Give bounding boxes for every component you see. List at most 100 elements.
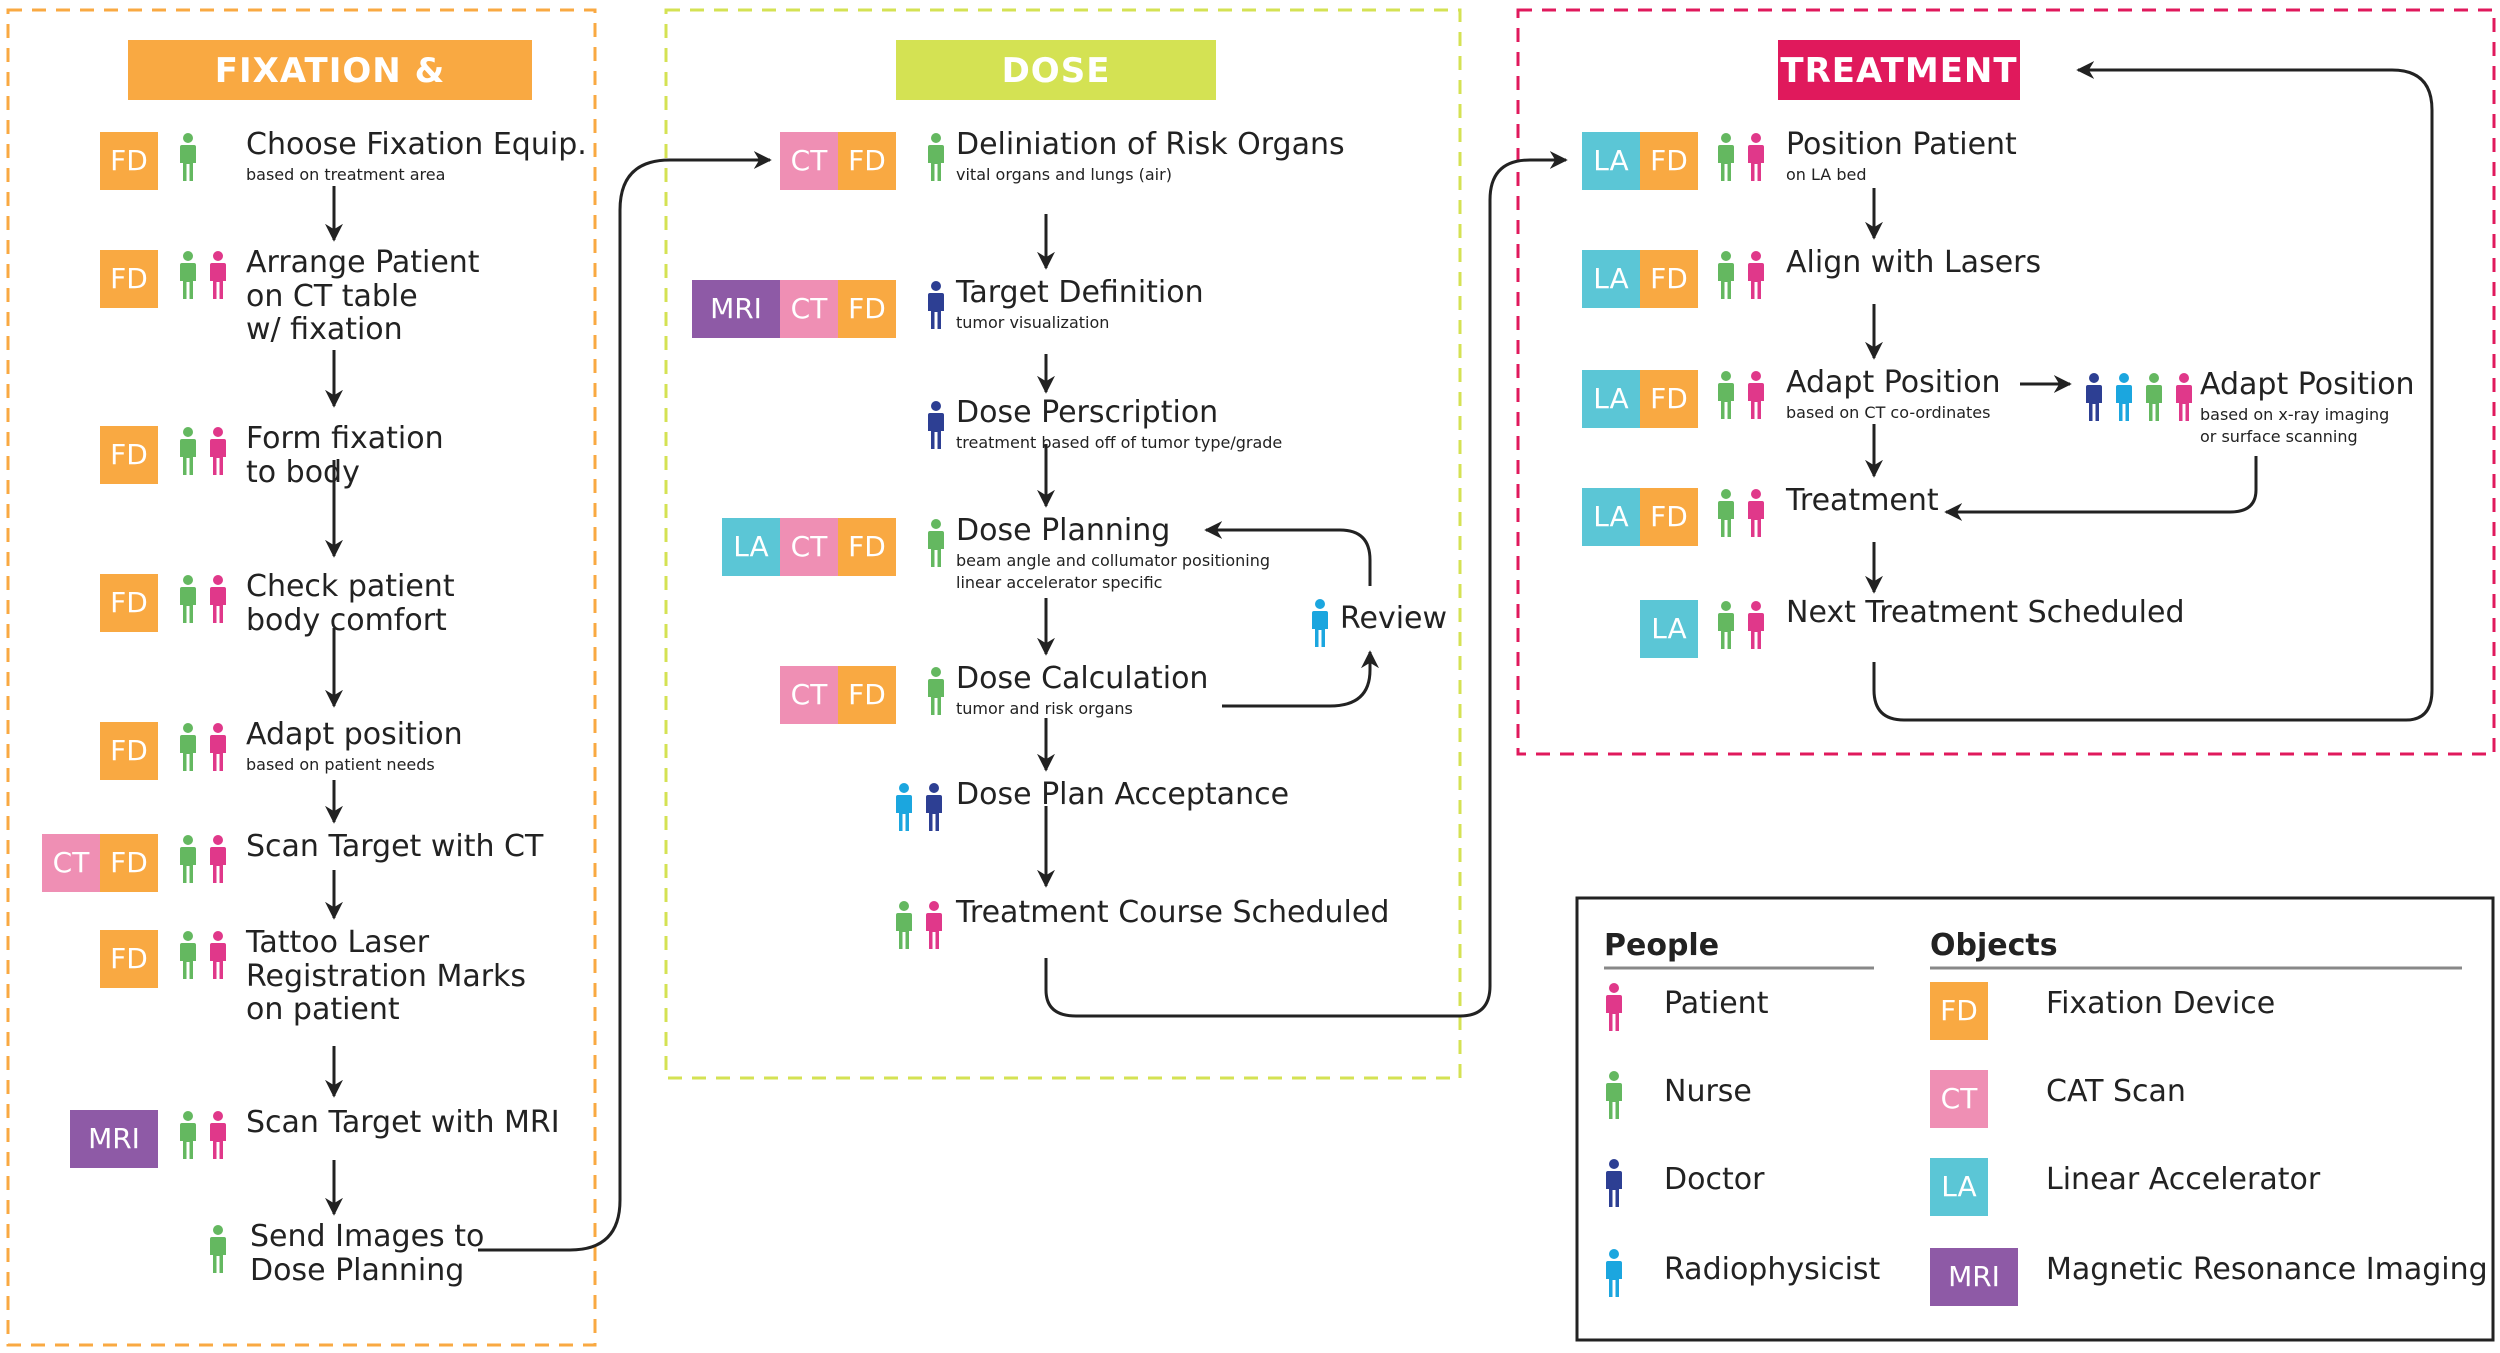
fixation-step-1-label: Choose Fixation Equip. (246, 127, 587, 162)
dose-planning-header: DOSE PLANNING (896, 40, 1216, 153)
legend-patient-label: Patient (1664, 986, 1769, 1021)
person-icon (1716, 600, 1736, 650)
person-icon (2114, 372, 2134, 422)
person-icon (208, 834, 228, 884)
fixation-section-frame (6, 8, 597, 1347)
person-icon (926, 666, 946, 716)
person-icon (1746, 132, 1766, 182)
review-label: Review (1340, 601, 1448, 636)
person-icon (178, 250, 198, 300)
ct-badge: CT (780, 132, 838, 190)
fd-badge: FD (838, 132, 896, 190)
person-icon (926, 132, 946, 182)
fd-badge: FD (1640, 250, 1698, 308)
dose-step-5-label: Dose Calculation (956, 661, 1209, 696)
people-group (2084, 372, 2204, 426)
person-icon (894, 782, 914, 832)
fd-badge: FD (838, 518, 896, 576)
legend-la-badge: LA (1930, 1158, 1988, 1216)
dose-planning-section-frame (664, 8, 1462, 1080)
legend-patient-icon (1604, 982, 1634, 1036)
fd-badge: FD (100, 132, 158, 190)
treatment-loop-arrow (1872, 61, 2434, 722)
person-icon (208, 574, 228, 624)
person-icon (1716, 250, 1736, 300)
people-group (178, 722, 238, 776)
person-icon (1604, 1248, 1624, 1298)
legend-doctor-icon (1604, 1158, 1634, 1212)
people-group (894, 782, 954, 836)
person-icon (178, 930, 198, 980)
people-group (926, 132, 956, 186)
person-icon (926, 518, 946, 568)
person-icon (2084, 372, 2104, 422)
fd-badge: FD (838, 280, 896, 338)
mri-badge: MRI (692, 280, 780, 338)
fixation-step-8-label: Scan Target with MRI (246, 1105, 560, 1140)
person-icon (894, 900, 914, 950)
la-badge: LA (1582, 488, 1640, 546)
connector-to-dose-arrow (478, 151, 772, 1252)
fd-badge: FD (1640, 132, 1698, 190)
legend-people-title: People (1604, 928, 1720, 963)
dose-step-7-label: Treatment Course Scheduled (956, 895, 1390, 930)
fixation-step-9-label: Send Images to Dose Planning (250, 1219, 485, 1288)
person-icon (926, 280, 946, 330)
person-icon (208, 426, 228, 476)
person-icon (208, 1110, 228, 1160)
legend-nurse-label: Nurse (1664, 1074, 1752, 1109)
legend-mri-label: Magnetic Resonance Imaging (2046, 1252, 2488, 1287)
dose-step-2-sublabel: tumor visualization (956, 313, 1110, 332)
person-icon (2174, 372, 2194, 422)
la-badge: LA (1582, 250, 1640, 308)
mri-badge: MRI (70, 1110, 158, 1168)
legend-radiophysicist-label: Radiophysicist (1664, 1252, 1881, 1287)
fd-badge: FD (838, 666, 896, 724)
person-icon (924, 782, 944, 832)
person-icon (208, 930, 228, 980)
adapt-alt-return-arrow (1944, 456, 2258, 521)
person-icon (1746, 488, 1766, 538)
treatment-step-3-sublabel: based on CT co-ordinates (1786, 403, 1991, 422)
person-icon (1604, 982, 1624, 1032)
treatment-step-1-label: Position Patient (1786, 127, 2017, 162)
fixation-step-7-label: Tattoo Laser Registration Marks on patie… (246, 925, 527, 1028)
fd-badge: FD (100, 250, 158, 308)
fixation-step-3-label: Form fixation to body (246, 421, 444, 490)
people-group (178, 1110, 238, 1164)
ct-badge: CT (780, 518, 838, 576)
legend-ct-badge: CT (1930, 1070, 1988, 1128)
person-icon (924, 900, 944, 950)
person-icon (1746, 600, 1766, 650)
person-icon (178, 574, 198, 624)
people-group (178, 250, 238, 304)
person-icon (1716, 488, 1736, 538)
people-group (926, 280, 956, 334)
fd-badge: FD (1640, 370, 1698, 428)
person-icon (208, 250, 228, 300)
people-group (178, 930, 238, 984)
person-icon (1746, 250, 1766, 300)
people-group (926, 518, 956, 572)
person-icon (1716, 370, 1736, 420)
fd-badge: FD (100, 426, 158, 484)
people-group (926, 666, 956, 720)
legend-radiophysicist-icon (1604, 1248, 1634, 1302)
fixation-step-5-label: Adapt position (246, 717, 463, 752)
treatment-section-frame (1516, 8, 2496, 756)
people-group (1716, 132, 1776, 186)
people-group (178, 132, 208, 186)
dose-step-1-sublabel: vital organs and lungs (air) (956, 165, 1172, 184)
fixation-step-2-label: Arrange Patient on CT table w/ fixation (246, 245, 480, 348)
legend-fd-badge: FD (1930, 982, 1988, 1040)
legend-fd-label: Fixation Device (2046, 986, 2276, 1021)
people-group (1716, 488, 1776, 542)
person-icon (178, 1110, 198, 1160)
person-icon (1604, 1158, 1624, 1208)
legend-objects-title: Objects (1930, 928, 2058, 963)
dose-step-5-sublabel: tumor and risk organs (956, 699, 1133, 718)
people-group (926, 400, 956, 454)
person-icon (926, 400, 946, 450)
